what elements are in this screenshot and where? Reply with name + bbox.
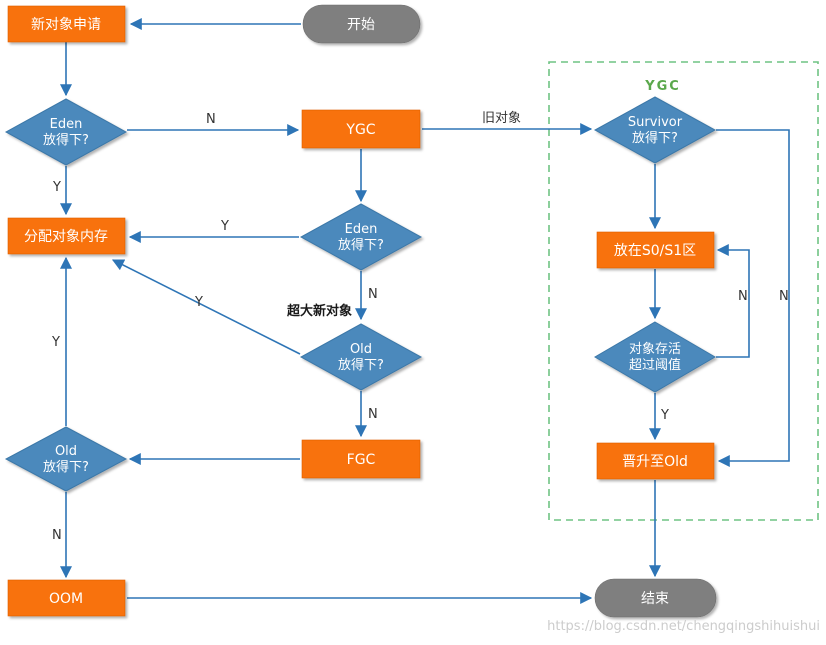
label-old-object: 旧对象 <box>482 111 521 126</box>
label-eden1-no: N <box>206 112 216 127</box>
svg-text:Eden: Eden <box>50 117 83 132</box>
node-ygc: YGC <box>301 109 421 149</box>
node-end: 结束 <box>594 578 717 618</box>
node-s0s1: 放在S0/S1区 <box>596 231 715 269</box>
edge-survivor-promote <box>716 129 790 467</box>
svg-text:Old: Old <box>350 342 372 357</box>
svg-text:Eden: Eden <box>345 222 378 237</box>
label-eden2-no: N <box>368 287 378 302</box>
label-oldmid-no: N <box>368 407 378 422</box>
svg-text:放得下?: 放得下? <box>43 459 89 475</box>
svg-text:放得下?: 放得下? <box>338 357 384 373</box>
node-oom: OOM <box>7 579 126 617</box>
svg-text:分配对象内存: 分配对象内存 <box>24 229 108 245</box>
label-survivor-no: N <box>779 289 789 304</box>
svg-text:OOM: OOM <box>49 591 83 607</box>
edge-alive-s0s1-loop <box>716 244 750 358</box>
svg-text:结束: 结束 <box>641 591 669 607</box>
node-promote: 晋升至Old <box>596 442 715 480</box>
svg-text:超过阈值: 超过阈值 <box>629 357 681 373</box>
node-eden2-decision: Eden 放得下? <box>299 203 423 271</box>
node-fgc: FGC <box>301 439 421 479</box>
ygc-group-box <box>548 61 819 521</box>
svg-text:YGC: YGC <box>345 122 375 138</box>
node-eden1-decision: Eden 放得下? <box>4 98 128 166</box>
node-alive-decision: 对象存活 超过阈值 <box>594 321 716 393</box>
label-eden2-yes: Y <box>220 219 229 234</box>
node-old-left-decision: Old 放得下? <box>4 426 128 492</box>
label-oldmid-yes: Y <box>194 295 203 310</box>
edge-oldmid-alloc <box>111 259 301 355</box>
svg-text:Survivor: Survivor <box>628 115 683 130</box>
ygc-group-label: YGC <box>644 79 681 94</box>
label-alive-yes: Y <box>660 408 669 423</box>
node-old-mid-decision: Old 放得下? <box>299 323 423 391</box>
svg-text:放得下?: 放得下? <box>338 237 384 253</box>
svg-text:放在S0/S1区: 放在S0/S1区 <box>614 243 696 259</box>
label-eden1-yes: Y <box>52 180 61 195</box>
label-big-object: 超大新对象 <box>287 303 352 319</box>
svg-text:晋升至Old: 晋升至Old <box>622 454 688 470</box>
svg-text:Old: Old <box>55 444 77 459</box>
node-survivor-decision: Survivor 放得下? <box>593 96 717 164</box>
label-oldleft-no: N <box>52 528 62 543</box>
svg-text:新对象申请: 新对象申请 <box>31 17 101 33</box>
svg-text:放得下?: 放得下? <box>43 132 89 148</box>
node-alloc: 分配对象内存 <box>7 217 126 255</box>
svg-text:开始: 开始 <box>347 17 375 33</box>
node-start: 开始 <box>302 4 421 44</box>
label-alive-no: N <box>738 289 748 304</box>
svg-text:放得下?: 放得下? <box>632 130 678 146</box>
watermark-text: https://blog.csdn.net/chengqingshihuishu… <box>547 619 820 634</box>
node-new-object: 新对象申请 <box>7 5 126 43</box>
svg-text:对象存活: 对象存活 <box>629 342 681 357</box>
svg-text:FGC: FGC <box>347 452 376 468</box>
label-oldleft-yes: Y <box>51 335 60 350</box>
